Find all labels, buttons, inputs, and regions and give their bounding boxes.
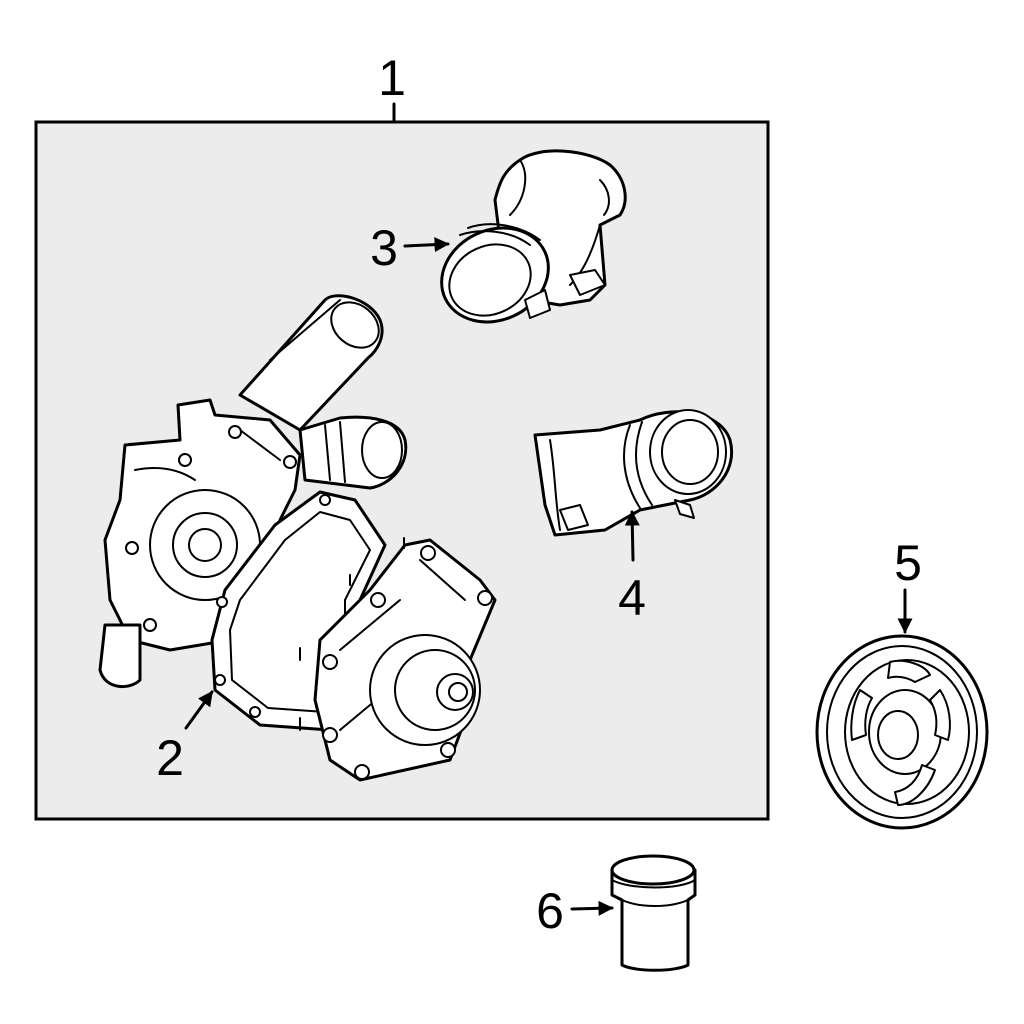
part-4-hose-elbow[interactable] (533, 409, 733, 537)
callout-6-label: 6 (536, 883, 564, 939)
callout-5-label: 5 (894, 535, 922, 591)
callout-4-leader (624, 510, 640, 562)
part-5-pulley[interactable] (815, 634, 989, 830)
callout-2-label: 2 (156, 730, 184, 786)
part-3-thermostat-housing[interactable] (426, 149, 627, 339)
part-1-water-pump[interactable] (299, 537, 497, 782)
callout-4-label: 4 (618, 570, 646, 626)
callout-3-label: 3 (370, 220, 398, 276)
callout-2-leader (184, 690, 214, 730)
callout-1-label: 1 (378, 50, 406, 106)
callout-6-leader (570, 900, 614, 916)
callout-3-leader (403, 237, 450, 253)
part-6-cap[interactable] (610, 854, 697, 972)
